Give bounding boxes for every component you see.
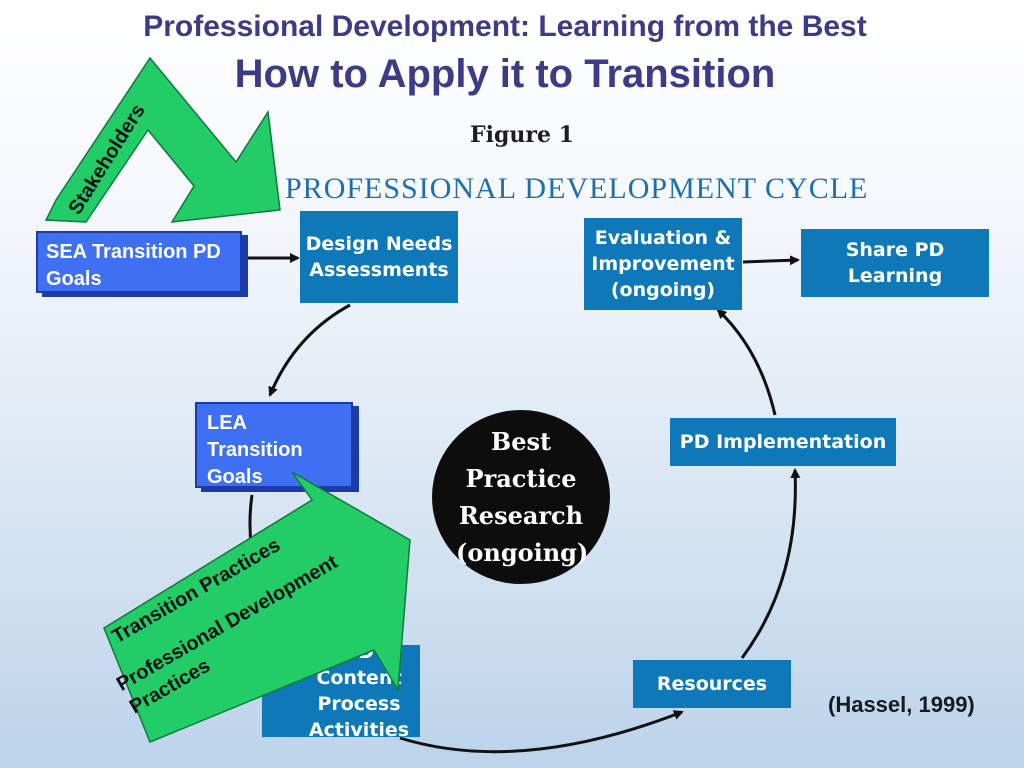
citation: (Hassel, 1999) xyxy=(828,692,975,717)
box-evaluation: Evaluation & Improvement (ongoing) xyxy=(584,218,742,310)
figure-label: Figure 1 xyxy=(470,122,574,148)
box-share-pd-label: Share PD Learning xyxy=(845,239,945,287)
arrow-eval-to-share xyxy=(742,255,800,266)
page-title-line1: Professional Development: Learning from … xyxy=(143,10,867,43)
cycle-title: PROFESSIONAL DEVELOPMENT CYCLE xyxy=(285,172,869,205)
lea-goals-label: LEA Transition Goals xyxy=(207,412,303,488)
box-design-needs: Design Needs Assessments xyxy=(300,211,458,303)
arc-implementation-to-eval xyxy=(716,308,777,416)
box-pd-implementation: PD Implementation xyxy=(670,418,896,466)
box-pd-content-label: PD Content Process Activities xyxy=(308,641,410,741)
arc-resources-to-implementation xyxy=(740,468,801,659)
best-practice-label: Best Practice Research (ongoing) xyxy=(456,427,589,567)
arc-design-to-lea xyxy=(268,303,351,397)
best-practice-circle: Best Practice Research (ongoing) xyxy=(432,410,610,584)
box-evaluation-label: Evaluation & Improvement (ongoing) xyxy=(591,227,735,301)
box-design-needs-label: Design Needs Assessments xyxy=(305,233,453,281)
practices-arrow-shape xyxy=(103,471,411,743)
box-pd-implementation-label: PD Implementation xyxy=(679,431,887,453)
stakeholders-arrow-shape xyxy=(44,56,281,223)
sea-goals-box: SEA Transition PD Goals xyxy=(36,231,242,293)
sea-goals-label: SEA Transition PD Goals xyxy=(46,241,221,290)
box-resources-label: Resources xyxy=(656,673,768,695)
page-title-line2: How to Apply it to Transition xyxy=(234,52,776,96)
box-share-pd: Share PD Learning xyxy=(801,229,989,297)
arc-content-to-resources xyxy=(399,710,684,754)
box-resources: Resources xyxy=(633,660,791,708)
lea-goals-box: LEA Transition Goals xyxy=(195,402,353,488)
